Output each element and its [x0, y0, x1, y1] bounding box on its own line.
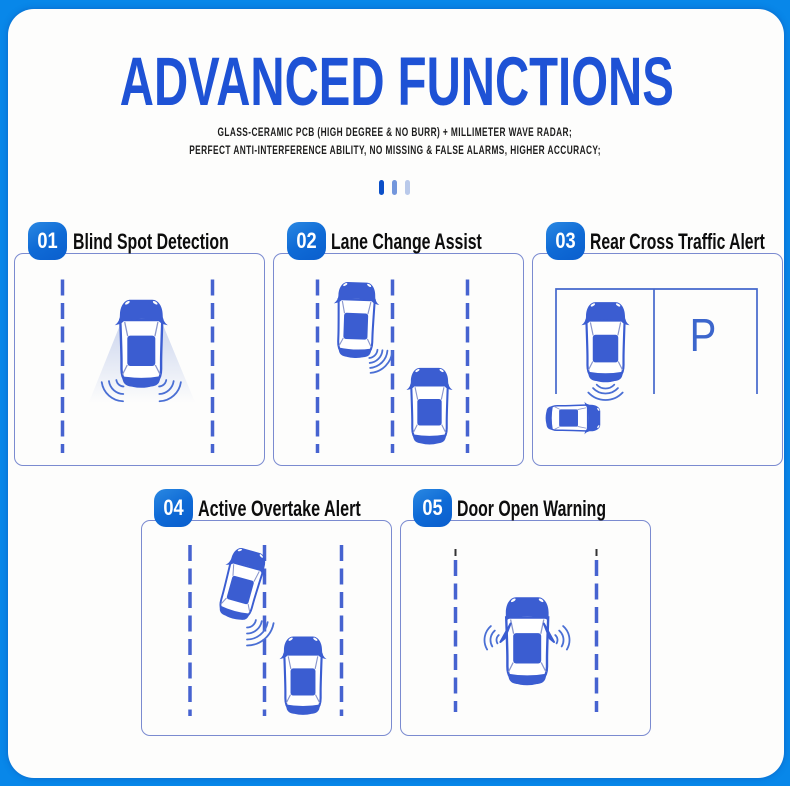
svg-text:P: P — [690, 310, 717, 361]
